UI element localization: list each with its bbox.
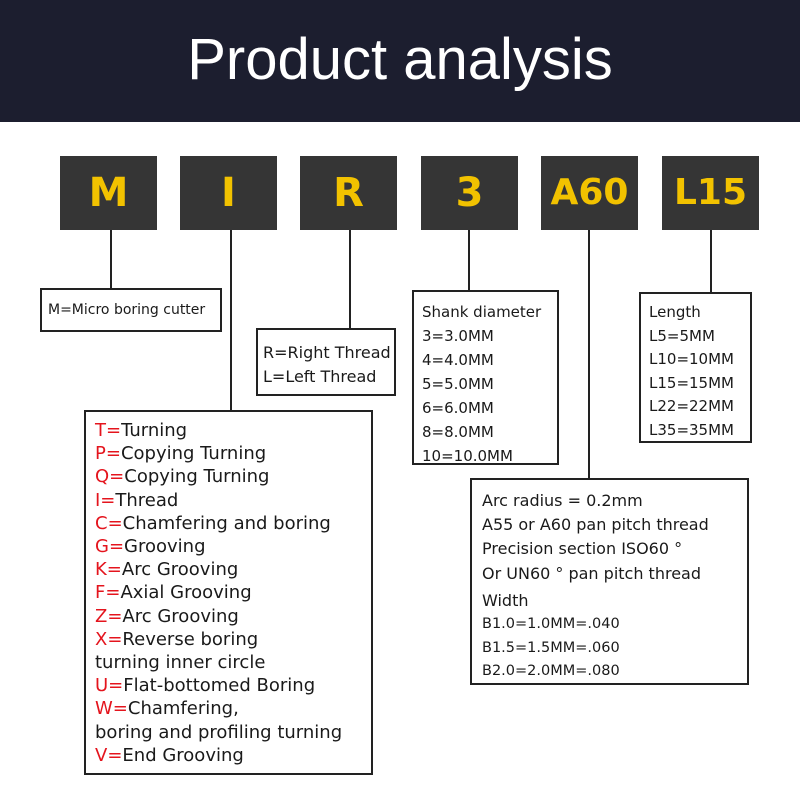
connector-i <box>230 230 232 410</box>
type-entry: T=Turning <box>95 419 371 442</box>
type-desc: Turning <box>121 420 188 441</box>
width-item: B2.0=2.0MM=.080 <box>482 663 620 680</box>
thread-direction-box: R=Right Thread L=Left Thread <box>256 328 396 396</box>
type-desc: End Grooving <box>122 744 244 766</box>
type-desc: Grooving <box>124 536 206 558</box>
code-block-3: 3 <box>421 156 518 230</box>
code-block-l15: L15 <box>662 156 759 230</box>
shank-header: Shank diameter <box>422 303 542 321</box>
type-entry: Z=Arc Grooving <box>95 605 371 628</box>
type-code: U= <box>95 675 124 697</box>
shank-diameter-box: Shank diameter 3=3.0MM 4=4.0MM 5=5.0MM 6… <box>412 290 559 465</box>
length-item: L15=15MM <box>649 373 734 392</box>
connector-l15 <box>710 230 712 292</box>
header-banner: Product analysis <box>0 0 800 122</box>
type-desc: boring and profiling turning <box>95 721 343 743</box>
connector-m <box>110 230 112 288</box>
connector-3 <box>468 230 470 290</box>
length-item: L22=22MM <box>649 397 734 415</box>
type-entry: F=Axial Grooving <box>95 581 371 604</box>
length-item: L5=5MM <box>649 326 715 345</box>
micro-boring-label: M=Micro boring cutter <box>48 302 206 318</box>
shank-item: 8=8.0MM <box>422 423 494 441</box>
type-desc: turning inner circle <box>95 652 266 674</box>
type-entry: I=Thread <box>95 489 371 512</box>
shank-item: 10=10.0MM <box>422 447 513 465</box>
type-code: Z= <box>95 605 123 627</box>
code-block-a60: A60 <box>541 156 638 230</box>
type-desc: Arc Grooving <box>122 605 239 627</box>
arc-line: Precision section ISO60 ° <box>482 539 683 559</box>
type-code: C= <box>95 512 123 534</box>
type-code: W= <box>95 698 128 720</box>
type-code: K= <box>95 559 122 581</box>
arc-radius-box: Arc radius = 0.2mm A55 or A60 pan pitch … <box>470 478 749 685</box>
shank-item: 5=5.0MM <box>422 375 494 393</box>
type-entry: W=Chamfering, <box>95 697 371 720</box>
type-code: T= <box>95 420 122 441</box>
left-thread-label: L=Left Thread <box>263 367 377 386</box>
type-entry: G=Grooving <box>95 535 371 558</box>
type-desc: Copying Turning <box>120 443 267 465</box>
type-desc: Axial Grooving <box>120 582 252 604</box>
type-entry: K=Arc Grooving <box>95 558 371 581</box>
type-code: V= <box>95 744 123 766</box>
type-code: I= <box>95 489 116 511</box>
type-desc: Arc Grooving <box>121 559 239 581</box>
type-entry: turning inner circle <box>95 651 371 674</box>
connector-r <box>349 230 351 328</box>
type-entry: X=Reverse boring <box>95 628 371 651</box>
type-entry: boring and profiling turning <box>95 721 371 744</box>
type-code: Q= <box>95 466 125 488</box>
type-entry: U=Flat-bottomed Boring <box>95 674 371 697</box>
micro-boring-box: M=Micro boring cutter <box>40 288 222 332</box>
length-item: L35=35MM <box>649 420 734 439</box>
shank-item: 3=3.0MM <box>422 327 494 345</box>
code-block-r: R <box>300 156 397 230</box>
code-block-m: M <box>60 156 157 230</box>
arc-line: Or UN60 ° pan pitch thread <box>482 563 701 583</box>
shank-item: 6=6.0MM <box>422 399 494 417</box>
type-desc: Flat-bottomed Boring <box>123 675 316 697</box>
type-desc: Chamfering, <box>127 698 239 720</box>
type-desc: Copying Turning <box>124 466 270 488</box>
machining-type-box: T=Turning P=Copying Turning Q=Copying Tu… <box>84 410 373 775</box>
length-header: Length <box>649 303 701 321</box>
type-code: F= <box>95 582 121 604</box>
type-entry: Q=Copying Turning <box>95 465 371 488</box>
type-entry: C=Chamfering and boring <box>95 512 371 535</box>
type-desc: Reverse boring <box>122 628 259 650</box>
shank-item: 4=4.0MM <box>422 351 494 369</box>
type-code: X= <box>95 628 123 650</box>
page-title: Product analysis <box>187 27 613 92</box>
type-desc: Chamfering and boring <box>122 512 331 534</box>
arc-line: A55 or A60 pan pitch thread <box>482 515 709 535</box>
width-item: B1.0=1.0MM=.040 <box>482 616 620 633</box>
type-entry: P=Copying Turning <box>95 442 371 465</box>
type-entry: V=End Grooving <box>95 744 371 767</box>
arc-line: Arc radius = 0.2mm <box>482 491 643 510</box>
connector-a60 <box>588 230 590 478</box>
type-code: G= <box>95 536 125 558</box>
length-item: L10=10MM <box>649 350 734 368</box>
code-block-i: I <box>180 156 277 230</box>
type-desc: Thread <box>115 489 179 511</box>
length-box: Length L5=5MM L10=10MM L15=15MM L22=22MM… <box>639 292 752 443</box>
right-thread-label: R=Right Thread <box>263 343 391 362</box>
type-code: P= <box>95 443 121 465</box>
arc-line: Width <box>482 590 529 610</box>
width-item: B1.5=1.5MM=.060 <box>482 639 620 656</box>
